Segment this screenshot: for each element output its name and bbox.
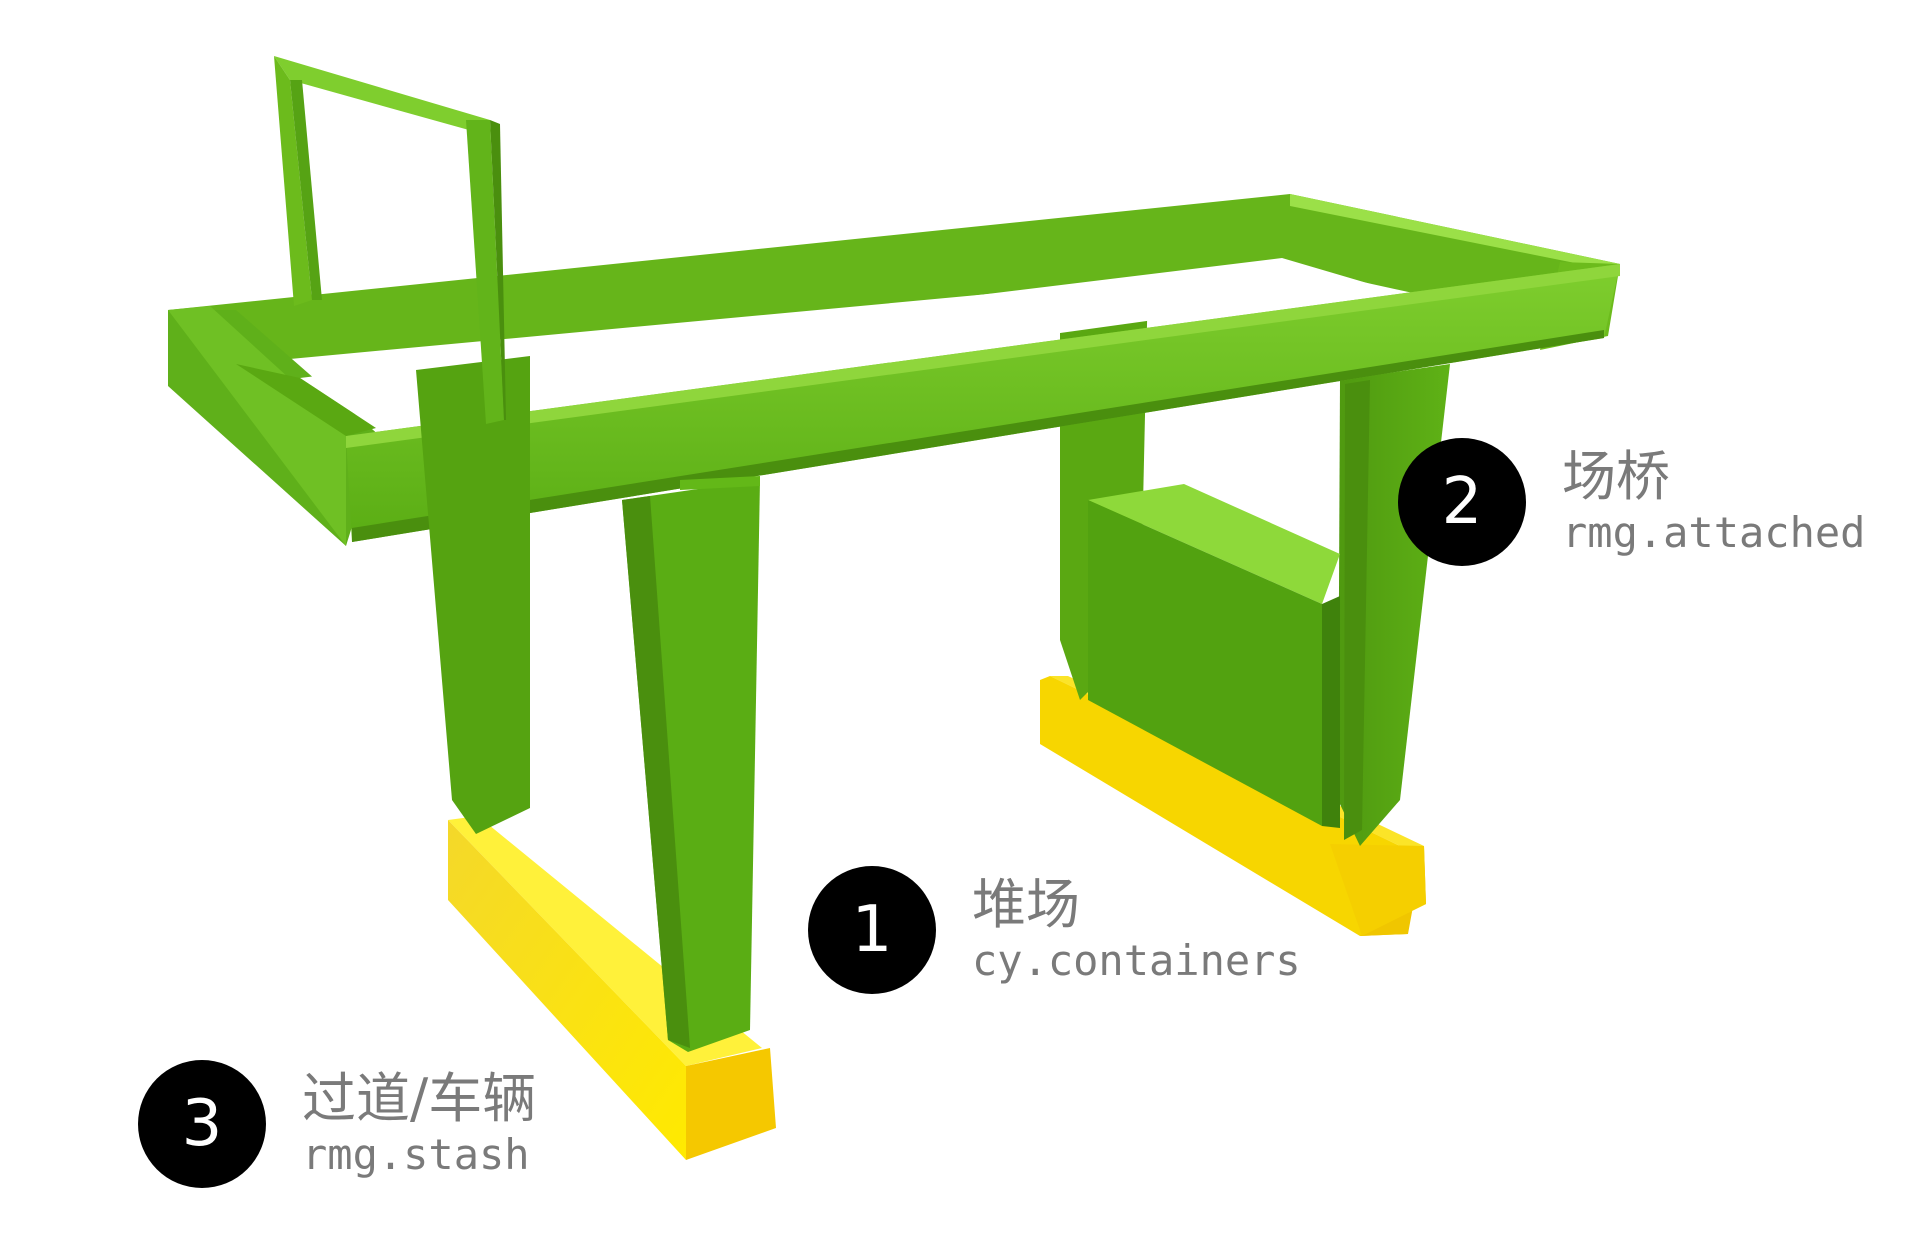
front-legs <box>416 356 760 1052</box>
callout-aisle-vehicle: 3 过道/车辆 rmg.stash <box>138 1060 536 1188</box>
mast-handle <box>274 56 506 424</box>
callout-code: rmg.stash <box>302 1129 530 1179</box>
callout-name: 过道/车辆 <box>302 1066 537 1130</box>
badge-number: 3 <box>138 1060 266 1188</box>
callout-labels: 过道/车辆 rmg.stash <box>302 1066 537 1180</box>
badge-number: 1 <box>808 866 936 994</box>
badge-number: 2 <box>1398 438 1526 566</box>
callout-crane: 2 场桥 rmg.attached <box>1398 438 1865 566</box>
frame-opening <box>300 258 1384 428</box>
callout-labels: 场桥 rmg.attached <box>1562 444 1866 558</box>
top-frame <box>168 194 1620 546</box>
callout-name: 堆场 <box>972 872 1080 936</box>
callout-name: 场桥 <box>1562 444 1670 508</box>
cabin-box <box>1088 484 1340 828</box>
callout-code: cy.containers <box>972 935 1301 985</box>
callout-code: rmg.attached <box>1562 507 1866 557</box>
callout-yard: 1 堆场 cy.containers <box>808 866 1301 994</box>
callout-labels: 堆场 cy.containers <box>972 872 1301 986</box>
